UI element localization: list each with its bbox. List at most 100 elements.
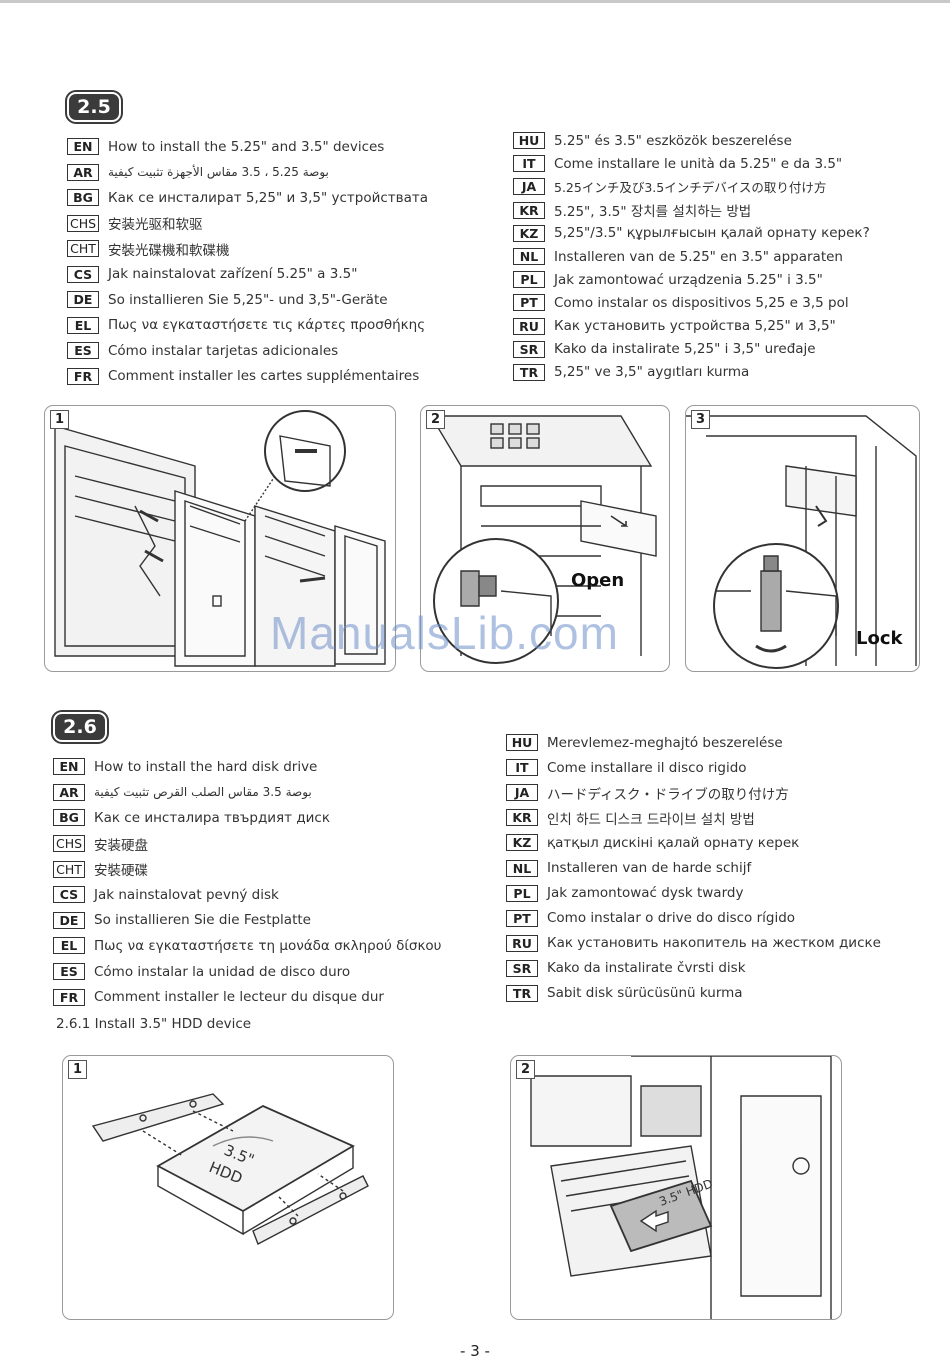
- list-item-text: қатқыл дискіні қалай орнату керек: [547, 834, 800, 851]
- list-item-text: Jak nainstalovat zařízení 5.25" a 3.5": [108, 266, 358, 283]
- list-item-text: 5.25インチ及び3.5インチデバイスの取り付け方: [554, 180, 827, 196]
- list-item-text: Come installare le unità da 5.25" e da 3…: [554, 155, 843, 172]
- list-item-text: Как се инсталират 5,25" и 3,5" устройств…: [108, 189, 429, 206]
- list-item-text: Kako da instalirate 5,25" i 3,5" uređaje: [554, 341, 816, 358]
- list-item-text: 5,25"/3.5" құрылғысын қалай орнату керек…: [554, 225, 870, 242]
- hdd-rails-illustration: 3.5" HDD: [91, 1093, 369, 1245]
- illustration-panel-2: 2 Open: [420, 405, 670, 672]
- drive-bay-lock-illustration: [686, 415, 917, 669]
- list-item-text: Как се инсталира твърдият диск: [94, 809, 331, 826]
- step-number: 2: [426, 410, 445, 429]
- language-code: AR: [67, 163, 99, 181]
- language-code: KR: [513, 201, 545, 219]
- language-code: KZ: [506, 834, 538, 852]
- list-item-text: بوصة 3.5 مقاس الصلب القرص تثبيت كيفية: [94, 785, 312, 800]
- language-code: ES: [53, 963, 85, 981]
- list-item-text: Как установить устройства 5,25" и 3,5": [554, 318, 836, 335]
- page-number: - 3 -: [460, 1342, 490, 1360]
- section-number-badge: 2.6: [55, 714, 105, 740]
- list-item-text: Como instalar os dispositivos 5,25 e 3,5…: [554, 294, 849, 311]
- language-code: CS: [53, 886, 85, 904]
- language-code: HU: [513, 132, 545, 150]
- list-item-text: Merevlemez-meghajtó beszerelése: [547, 734, 783, 751]
- language-code: NL: [506, 859, 538, 877]
- list-item-text: بوصة 5.25 ، 3.5 مقاس الأجهزة تثبيت كيفية: [108, 165, 329, 180]
- subsection-heading: 2.6.1 Install 3.5" HDD device: [56, 1016, 252, 1032]
- language-code: EL: [53, 937, 85, 955]
- language-code: RU: [506, 934, 538, 952]
- language-code: EL: [67, 316, 99, 334]
- list-item-text: ハードディスク・ドライブの取り付け方: [547, 786, 789, 803]
- step-number: 1: [50, 410, 69, 429]
- language-code: BG: [53, 809, 85, 827]
- language-code: CHT: [67, 240, 99, 258]
- language-code: EN: [53, 758, 85, 776]
- list-item-text: Sabit disk sürücüsünü kurma: [547, 985, 743, 1002]
- language-code: CHS: [67, 214, 99, 232]
- language-code: IT: [506, 759, 538, 777]
- language-code: ES: [67, 342, 99, 360]
- list-item: BG Как се инсталира твърдият диск: [53, 805, 442, 831]
- list-item: HU 5.25" és 3.5" eszközök beszerelése: [513, 129, 870, 152]
- list-item: AR بوصة 5.25 ، 3.5 مقاس الأجهزة تثبيت كيف…: [67, 160, 428, 186]
- illustration-panel-3: 3 Lock: [685, 405, 920, 672]
- list-item: TR Sabit disk sürücüsünü kurma: [506, 981, 881, 1006]
- case-front-panel-illustration: [54, 410, 386, 667]
- illustration-panel-1: 1: [44, 405, 396, 672]
- language-code: NL: [513, 248, 545, 266]
- language-code: TR: [506, 984, 538, 1002]
- list-item: PT Como instalar os dispositivos 5,25 e 3…: [513, 291, 870, 314]
- language-code: CHT: [53, 860, 85, 878]
- section-number-badge: 2.5: [69, 94, 119, 120]
- list-item: JA ハードディスク・ドライブの取り付け方: [506, 780, 881, 805]
- list-item-text: Jak zamontować dysk twardy: [547, 885, 744, 902]
- list-item-text: 安裝硬碟: [94, 863, 148, 880]
- hdd-insert-illustration: 3.5" HDD: [530, 1056, 832, 1319]
- top-border: [0, 0, 950, 3]
- list-item-text: 安装光驱和软驱: [108, 217, 203, 234]
- list-item-text: 인치 하드 디스크 드라이브 설치 방법: [547, 811, 755, 828]
- language-code: HU: [506, 734, 538, 752]
- language-code: JA: [506, 784, 538, 802]
- list-item: AR بوصة 3.5 مقاس الصلب القرص تثبيت كيفية: [53, 780, 442, 806]
- language-code: AR: [53, 783, 85, 801]
- language-code: PT: [513, 294, 545, 312]
- list-item: KZ қатқыл дискіні қалай орнату керек: [506, 830, 881, 855]
- language-code: CHS: [53, 835, 85, 853]
- step-number: 3: [691, 410, 710, 429]
- list-item-text: 5,25" ve 3,5" aygıtları kurma: [554, 364, 750, 381]
- language-code: CS: [67, 265, 99, 283]
- list-item-text: 5.25" és 3.5" eszközök beszerelése: [554, 132, 792, 149]
- step-number: 2: [516, 1060, 535, 1079]
- list-item: ES Cómo instalar la unidad de disco duro: [53, 959, 442, 985]
- list-item-text: Cómo instalar la unidad de disco duro: [94, 963, 351, 980]
- list-item-text: Jak zamontować urządzenia 5.25" i 3.5": [554, 271, 823, 288]
- list-item-text: Kako da instalirate čvrsti disk: [547, 960, 746, 977]
- list-item-text: How to install the 5.25" and 3.5" device…: [108, 138, 385, 155]
- list-item-text: Comment installer les cartes supplémenta…: [108, 368, 420, 385]
- list-item: HU Merevlemez-meghajtó beszerelése: [506, 730, 881, 755]
